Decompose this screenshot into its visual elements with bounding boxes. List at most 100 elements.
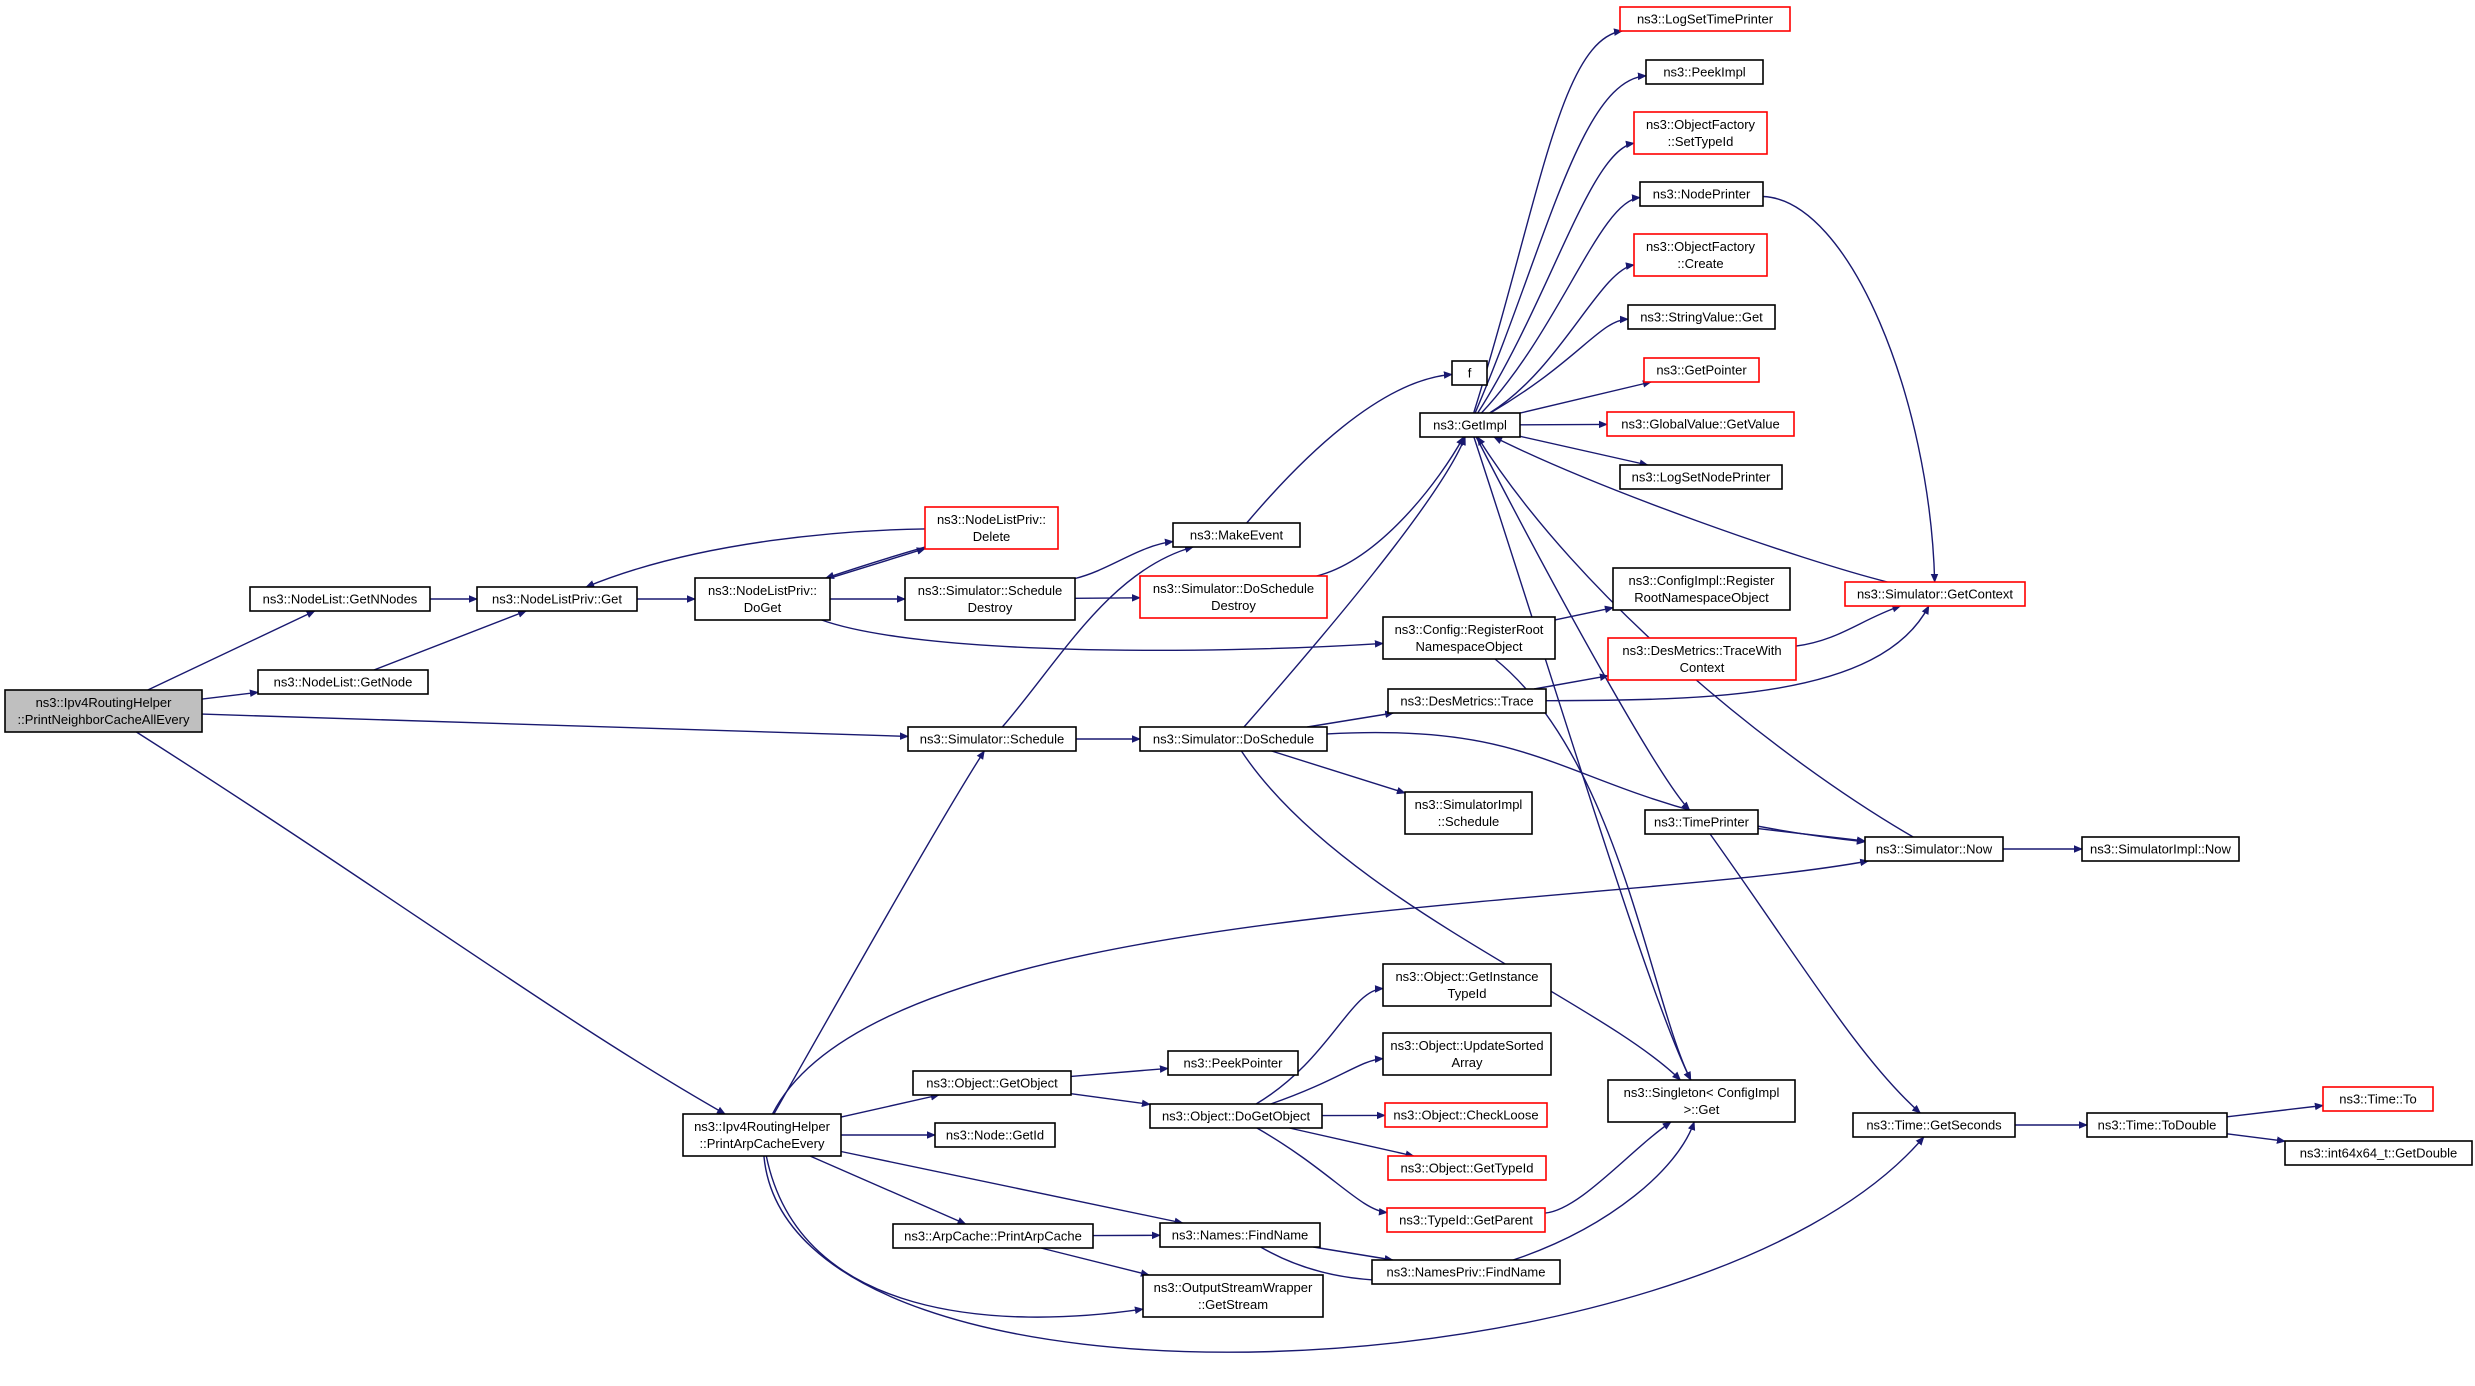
node-peekimpl[interactable]: ns3::PeekImpl [1645, 59, 1764, 85]
node-logsetnodeprinter[interactable]: ns3::LogSetNodePrinter [1619, 464, 1783, 490]
node-time_getseconds[interactable]: ns3::Time::GetSeconds [1852, 1112, 2016, 1138]
node-desmetrics_trace[interactable]: ns3::DesMetrics::Trace [1387, 688, 1547, 714]
edge-time_todouble-to-time_to [2226, 1102, 2324, 1118]
node-osw_getstream[interactable]: ns3::OutputStreamWrapper::GetStream [1142, 1274, 1324, 1318]
edge-makeevent-to-f [1246, 371, 1453, 524]
node-label: ns3::Simulator::Schedule [918, 583, 1063, 598]
node-nlp_delete[interactable]: ns3::NodeListPriv::Delete [924, 506, 1059, 550]
node-sim_now[interactable]: ns3::Simulator::Now [1864, 836, 2004, 862]
node-box [1639, 181, 1764, 207]
node-nlp_get[interactable]: ns3::NodeListPriv::Get [476, 586, 638, 612]
node-time_to[interactable]: ns3::Time::To [2322, 1086, 2434, 1112]
node-box [1633, 233, 1768, 277]
node-label: >::Get [1684, 1102, 1720, 1117]
node-label: ns3::Object::GetObject [926, 1076, 1058, 1091]
node-label: ns3::ConfigImpl::Register [1629, 573, 1776, 588]
node-box [1382, 1032, 1552, 1076]
node-nodeprinter[interactable]: ns3::NodePrinter [1639, 181, 1764, 207]
node-root[interactable]: ns3::Ipv4RoutingHelper::PrintNeighborCac… [4, 689, 203, 733]
node-getnode[interactable]: ns3::NodeList::GetNode [257, 669, 429, 695]
edge-getimpl-to-singleton_get [1473, 436, 1692, 1081]
node-box [1645, 59, 1764, 85]
node-f[interactable]: f [1451, 360, 1488, 386]
edge-sim_doschedule-to-desmetrics_trace [1307, 710, 1395, 728]
node-box [1384, 1102, 1548, 1128]
node-cfgimpl_registerroot[interactable]: ns3::ConfigImpl::RegisterRootNamespaceOb… [1612, 567, 1791, 611]
edge-printarpcacheevery-to-arpcache_print [809, 1155, 967, 1225]
node-label: ns3::PeekImpl [1663, 65, 1745, 80]
edge-sim_doschedule-to-singleton_get [1240, 750, 1682, 1081]
edge-arpcache_print-to-osw_getstream [1040, 1247, 1150, 1277]
node-getnnodes[interactable]: ns3::NodeList::GetNNodes [249, 586, 431, 612]
node-box [912, 1070, 1072, 1096]
node-box [1619, 464, 1783, 490]
node-simimpl_now[interactable]: ns3::SimulatorImpl::Now [2081, 836, 2240, 862]
node-sim_doschedule[interactable]: ns3::Simulator::DoSchedule [1139, 726, 1328, 752]
node-stringvalue_get[interactable]: ns3::StringValue::Get [1627, 304, 1776, 330]
edge-sim_schedule-to-makeevent [1001, 545, 1194, 728]
node-simimpl_schedule[interactable]: ns3::SimulatorImpl::Schedule [1404, 791, 1533, 835]
node-printarpcacheevery[interactable]: ns3::Ipv4RoutingHelper::PrintArpCacheEve… [682, 1113, 842, 1157]
node-label: ::Schedule [1438, 814, 1499, 829]
node-label: ns3::Simulator::GetContext [1857, 587, 2013, 602]
node-label: ns3::Object::GetInstance [1395, 969, 1538, 984]
node-getimpl[interactable]: ns3::GetImpl [1419, 412, 1521, 438]
edge-desmetrics_trace-to-sim_getcontext [1545, 605, 1930, 702]
node-box [1607, 1079, 1796, 1123]
node-label: ns3::TypeId::GetParent [1399, 1213, 1533, 1228]
node-label: ns3::Object::GetTypeId [1401, 1161, 1534, 1176]
node-sim_getcontext[interactable]: ns3::Simulator::GetContext [1844, 581, 2026, 607]
node-label: ::GetStream [1198, 1297, 1268, 1312]
edge-printarpcacheevery-to-names_findname [840, 1150, 1184, 1226]
node-label: ns3::Simulator::Schedule [920, 732, 1065, 747]
node-obj_checkloose[interactable]: ns3::Object::CheckLoose [1384, 1102, 1548, 1128]
edge-timeprinter-to-time_getseconds [1709, 833, 1921, 1114]
node-names_findname[interactable]: ns3::Names::FindName [1159, 1222, 1321, 1248]
edge-names_findname-to-singleton_get [1260, 1121, 1696, 1282]
node-getpointer[interactable]: ns3::GetPointer [1643, 357, 1760, 383]
edge-time_todouble-to-int64x64_getdouble [2226, 1133, 2286, 1144]
node-namespriv_findname[interactable]: ns3::NamesPriv::FindName [1371, 1259, 1561, 1285]
node-peekpointer[interactable]: ns3::PeekPointer [1167, 1050, 1299, 1076]
edge-desmetrics_trace-to-desmetrics_tracewith [1533, 673, 1609, 690]
node-label: ns3::StringValue::Get [1640, 310, 1763, 325]
node-box [1643, 357, 1760, 383]
node-label: ns3::DesMetrics::TraceWith [1622, 643, 1781, 658]
node-timeprinter[interactable]: ns3::TimePrinter [1644, 809, 1759, 835]
node-time_todouble[interactable]: ns3::Time::ToDouble [2086, 1112, 2228, 1138]
node-label: ns3::GlobalValue::GetValue [1621, 417, 1780, 432]
node-makeevent[interactable]: ns3::MakeEvent [1172, 522, 1301, 548]
node-box [1606, 411, 1795, 437]
node-label: ns3::Time::ToDouble [2098, 1118, 2217, 1133]
node-node_getid[interactable]: ns3::Node::GetId [934, 1122, 1056, 1148]
edge-sim_doschedule-to-simimpl_schedule [1271, 750, 1406, 795]
node-box [1371, 1259, 1561, 1285]
node-obj_gettypeid[interactable]: ns3::Object::GetTypeId [1387, 1155, 1547, 1181]
node-sim_schedule[interactable]: ns3::Simulator::Schedule [907, 726, 1077, 752]
node-of_settypeid[interactable]: ns3::ObjectFactory::SetTypeId [1633, 111, 1768, 155]
node-label: ns3::TimePrinter [1654, 815, 1750, 830]
node-singleton_get[interactable]: ns3::Singleton< ConfigImpl >::Get [1607, 1079, 1796, 1123]
node-layer: ns3::Ipv4RoutingHelper::PrintNeighborCac… [4, 6, 2473, 1318]
node-box [924, 506, 1059, 550]
node-nlp_doget[interactable]: ns3::NodeListPriv::DoGet [694, 577, 831, 621]
node-of_create[interactable]: ns3::ObjectFactory::Create [1633, 233, 1768, 277]
node-logsettimeprinter[interactable]: ns3::LogSetTimePrinter [1619, 6, 1791, 32]
node-arpcache_print[interactable]: ns3::ArpCache::PrintArpCache [892, 1223, 1094, 1249]
node-box [1139, 575, 1328, 619]
node-label: ns3::SimulatorImpl [1415, 797, 1523, 812]
node-typeid_getparent[interactable]: ns3::TypeId::GetParent [1386, 1207, 1546, 1233]
node-obj_dogetobject[interactable]: ns3::Object::DoGetObject [1149, 1103, 1323, 1129]
node-globalvalue_getvalue[interactable]: ns3::GlobalValue::GetValue [1606, 411, 1795, 437]
node-label: ns3::ObjectFactory [1646, 117, 1756, 132]
node-obj_getobject[interactable]: ns3::Object::GetObject [912, 1070, 1072, 1096]
node-box [682, 1113, 842, 1157]
node-int64x64_getdouble[interactable]: ns3::int64x64_t::GetDouble [2284, 1140, 2473, 1166]
edge-layer [136, 28, 2324, 1353]
